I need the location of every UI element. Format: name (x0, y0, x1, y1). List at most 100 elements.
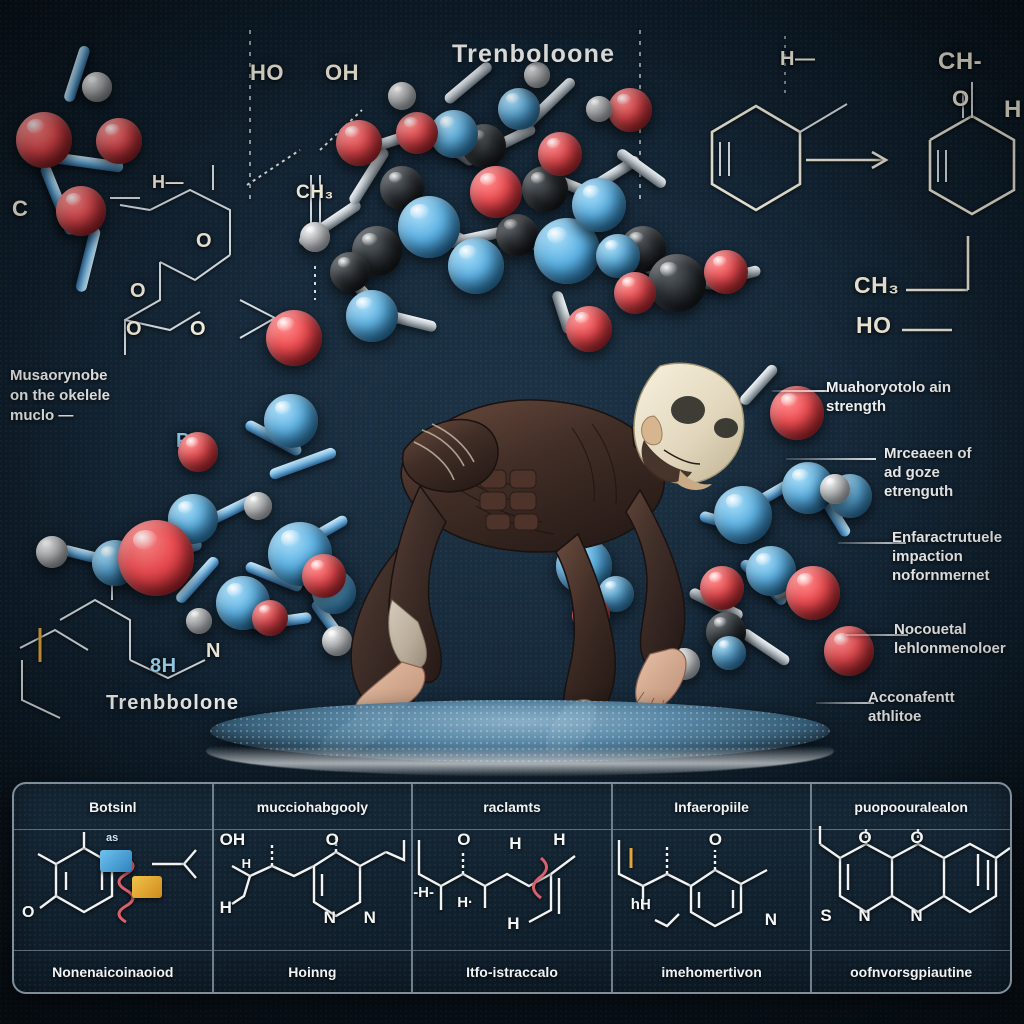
chem-label-o-left-a: O (130, 280, 147, 302)
panel-3-atom-label-h4: H (507, 914, 520, 933)
atom-nitrogen (430, 110, 478, 158)
atom-oxygen (266, 310, 322, 366)
callout-3: Enfaractrutuele impaction nofornmernet (892, 528, 1024, 586)
atom-oxygen (538, 132, 582, 176)
atom-nitrogen (596, 234, 640, 278)
chem-label-ho-top: HO (250, 60, 284, 85)
atom-nitrogen (498, 88, 540, 130)
panel-2-atom-label-o: O (325, 830, 339, 849)
panel-4-atom-label-o: O (708, 830, 723, 849)
atom-nitrogen (572, 178, 626, 232)
panel-3-atom-label-h2: H (509, 834, 522, 853)
panel-1-block-gold (132, 876, 162, 898)
atom-hydrogen (36, 536, 68, 568)
panel-3[interactable]: raclamts -H- O H· H H H It (413, 784, 613, 992)
panel-2[interactable]: mucciohabgooly OH O H H N N (213, 784, 414, 992)
callout-4-line-2: lehlonmenoloer (894, 640, 1006, 658)
panel-5-header: puopoouralealon (812, 784, 1010, 830)
chem-label-h-far-right: H (1004, 96, 1022, 123)
atom-oxygen (704, 250, 748, 294)
chem-label-o-right: O (952, 86, 970, 111)
callout-leader-3 (838, 542, 906, 544)
panel-1-atom-label-o: O (22, 904, 35, 921)
callout-1-line-1: Muahoryotolo ain (826, 379, 951, 396)
panel-4-header: Infaeropiile (612, 784, 811, 830)
structure-panel-strip: Botsinl O as (12, 782, 1012, 994)
panel-2-body: OH O H H N N (214, 830, 412, 950)
atom-hydrogen (388, 82, 416, 110)
left-annotation-line-2: on the okelele (10, 386, 111, 404)
panel-4-atom-label-n: N (764, 910, 778, 929)
callout-2-line-3: etrenguth (884, 483, 954, 501)
callout-2-line-2: ad goze (884, 464, 940, 482)
atom-oxygen (16, 112, 72, 168)
chem-label-o-left-b: O (126, 318, 143, 340)
secondary-title: Trenbbolone (106, 692, 240, 714)
callout-leader-5 (816, 702, 874, 704)
callout-leader-1 (772, 390, 828, 392)
atom-oxygen (770, 386, 824, 440)
atom-oxygen (118, 520, 194, 596)
panel-5-atom-label-n2: N (910, 906, 923, 925)
atom-hydrogen (186, 608, 212, 634)
panel-3-atom-label-o: O (457, 830, 471, 849)
page-title: Trenboloone (452, 40, 616, 68)
chem-label-o-mid: O (196, 230, 213, 252)
chem-label-left-c: C (12, 196, 29, 221)
callout-3-line-1: Enfaractrutuele (892, 529, 1003, 546)
chem-label-n-lower: N (206, 640, 221, 662)
atom-oxygen (396, 112, 438, 154)
panel-4[interactable]: Infaeropiile O hH N imehomer (612, 784, 813, 992)
panel-4-body: O hH N (613, 830, 811, 950)
panel-1-block-blue (100, 850, 132, 872)
callout-4: Nocouetal lehlonmenoloer (894, 620, 1024, 658)
chem-label-ch3-mid: CH₃ (296, 182, 334, 203)
atom-carbon (648, 254, 706, 312)
atom-nitrogen (398, 196, 460, 258)
atom-nitrogen (346, 290, 398, 342)
atom-oxygen (302, 554, 346, 598)
callout-leader-4 (846, 634, 908, 636)
panel-2-atom-label-oh: OH (219, 830, 246, 849)
callout-5: Acconafentt athlitoe (868, 688, 998, 726)
panel-1[interactable]: Botsinl O as (14, 784, 214, 992)
atom-hydrogen (322, 626, 352, 656)
panel-3-header: raclamts (413, 784, 611, 830)
atom-hydrogen (244, 492, 272, 520)
panel-5-footer: oofnvorsgpiautine (812, 950, 1010, 992)
chem-label-oh-top: OH (325, 60, 359, 85)
panel-3-footer: Itfo-istraccalo (413, 950, 611, 992)
callout-1-line-2: strength (826, 398, 886, 416)
callout-2: Mrceaeen of ad goze etrenguth (884, 444, 1024, 502)
panel-5-diagram (819, 826, 1010, 914)
atom-oxygen (608, 88, 652, 132)
panel-3-body: -H- O H· H H H (413, 830, 611, 950)
chem-label-ch3-right: CH₃ (854, 272, 900, 298)
panel-3-atom-label-h1: H· (457, 894, 474, 911)
callout-5-line-1: Acconafentt (868, 689, 955, 706)
atom-nitrogen (714, 486, 772, 544)
atom-carbon (380, 166, 424, 210)
platform-rim (206, 726, 834, 776)
atom-oxygen (56, 186, 106, 236)
left-annotation-line-3: muclo — (10, 406, 74, 424)
callout-5-line-2: athlitoe (868, 708, 922, 726)
callout-1: Muahoryotolo ain strength (826, 378, 1006, 416)
atom-nitrogen (712, 636, 746, 670)
atom-oxygen (786, 566, 840, 620)
atom-nitrogen (264, 394, 318, 448)
panel-4-atom-label-hh: hH (630, 896, 651, 913)
panel-3-atom-label-h3: H (553, 830, 566, 849)
panel-1-diagram (37, 832, 197, 924)
chem-label-h-minus: H— (152, 172, 184, 192)
panel-5[interactable]: puopoouralealon O O S (812, 784, 1010, 992)
callout-3-line-3: nofornmernet (892, 567, 990, 585)
panel-2-header: mucciohabgooly (213, 784, 412, 830)
panel-2-footer: Hoinng (213, 950, 412, 992)
panel-1-header: Botsinl (14, 784, 212, 830)
atom-nitrogen (448, 238, 504, 294)
panel-3-atom-label-h-dash: -H- (413, 884, 435, 901)
callout-leader-2 (786, 458, 876, 460)
atom-oxygen (252, 600, 288, 636)
